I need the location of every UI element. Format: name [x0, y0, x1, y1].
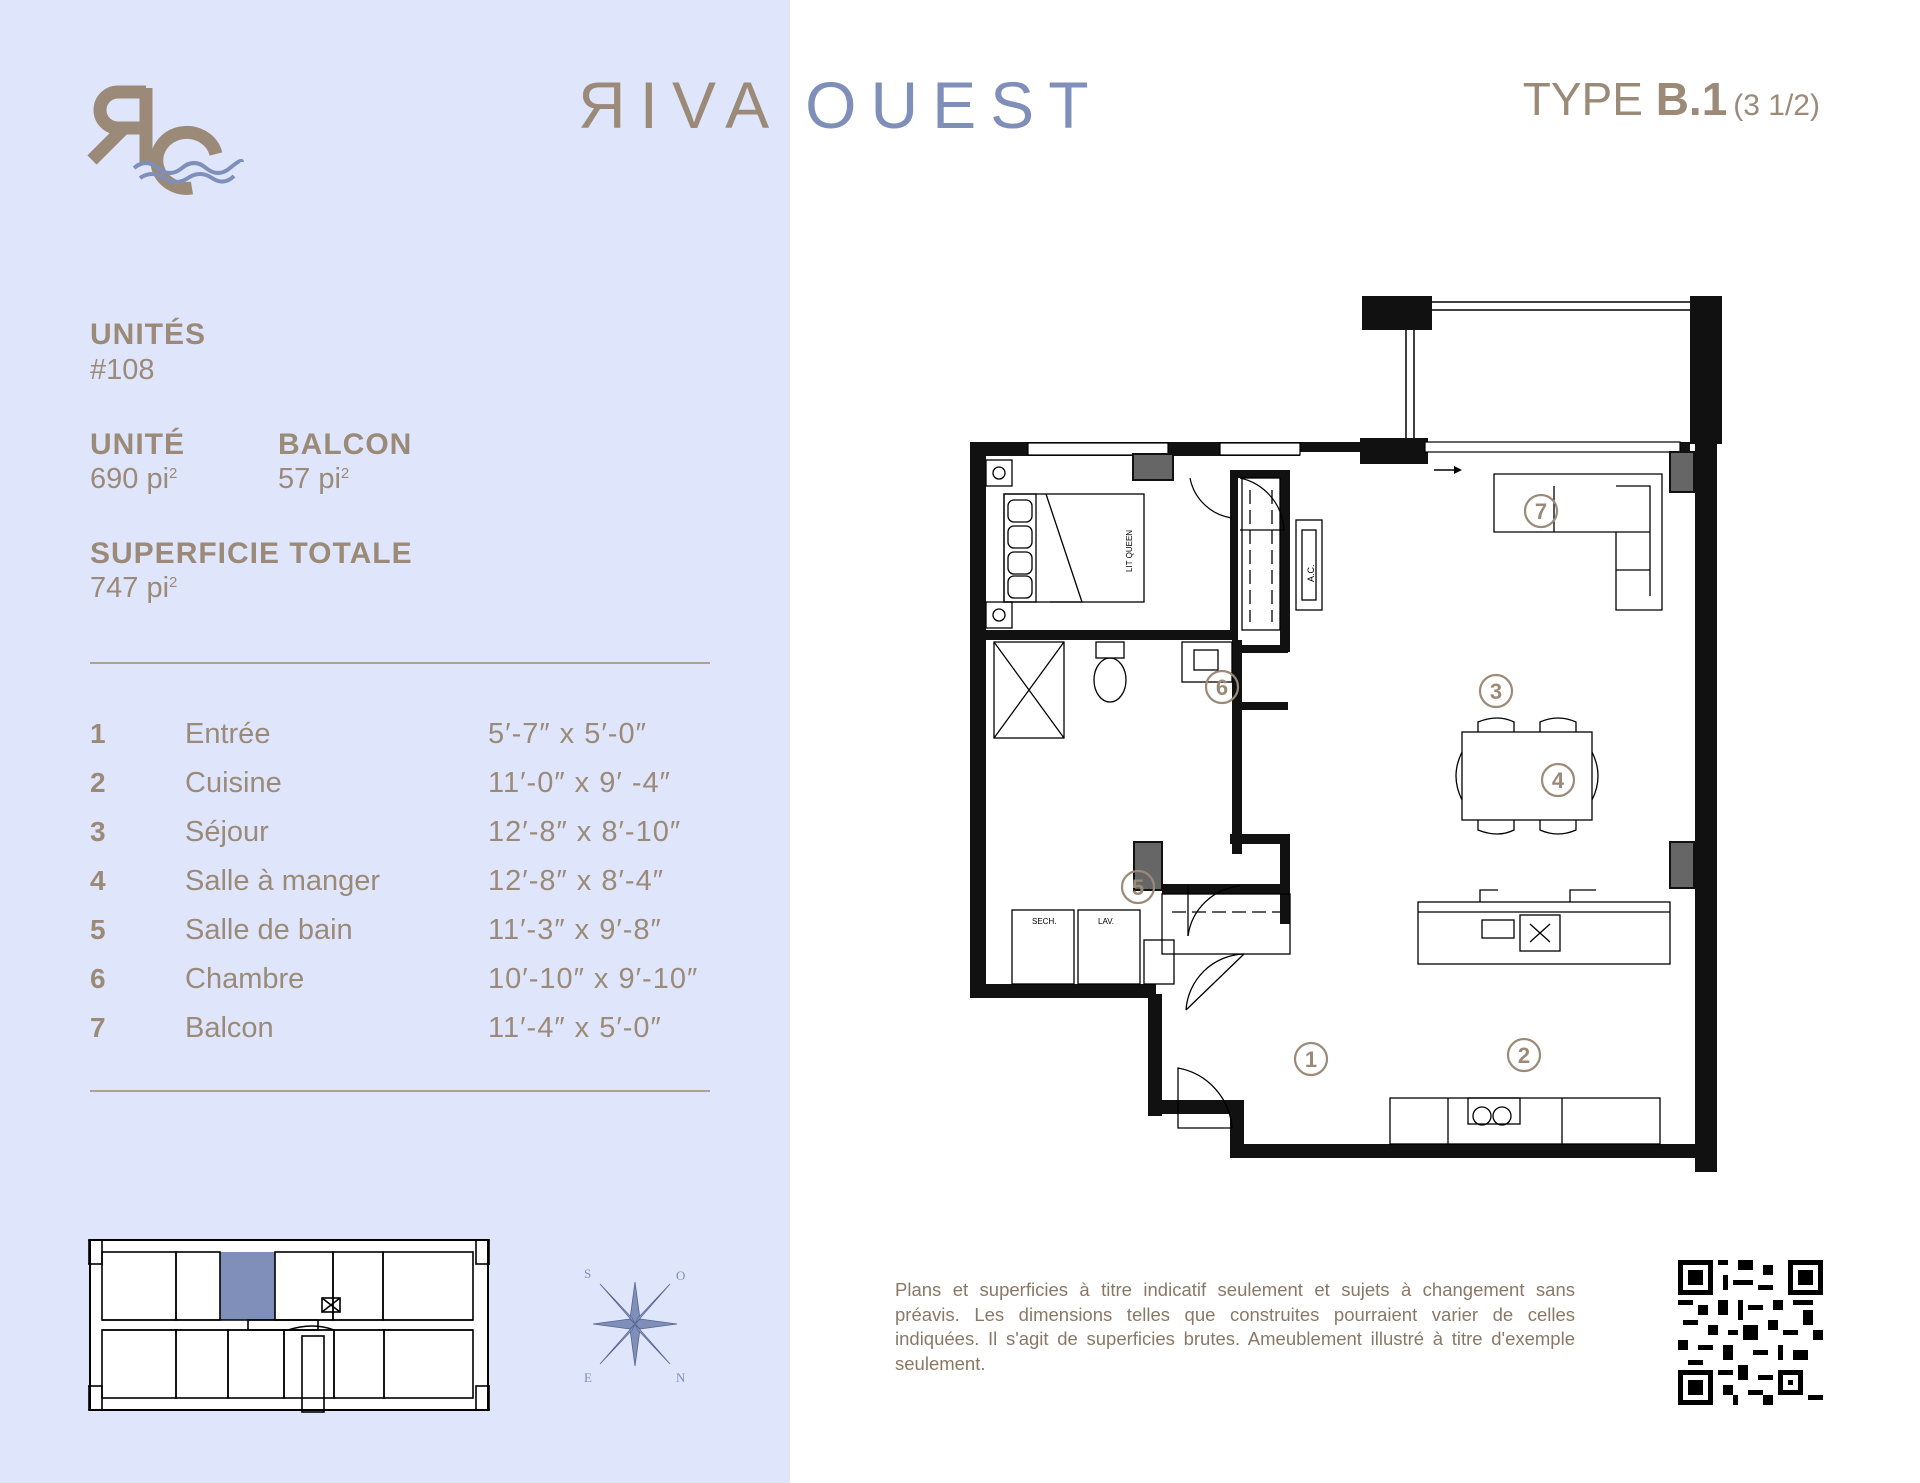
- balcony-area-label: BALCON: [278, 428, 413, 461]
- room-name: Salle à manger: [185, 865, 381, 897]
- bathroom-fixtures: [993, 641, 1241, 985]
- marker-4: 4: [1552, 768, 1565, 793]
- bedroom-door: [1239, 477, 1285, 531]
- room-name: Chambre: [185, 963, 305, 995]
- unit-type: TYPE B.1(3 1/2): [1523, 76, 1820, 122]
- brand-ouest: OUEST: [805, 68, 1103, 142]
- compass-rose: S O E N: [580, 1262, 690, 1386]
- compass-o: O: [676, 1268, 686, 1283]
- qr-code: [1678, 1260, 1823, 1405]
- room-dimensions: 11′-0″ x 9′ -4″: [488, 767, 671, 799]
- room-dimensions: 5′-7″ x 5′-0″: [488, 718, 647, 750]
- room-number: 5: [90, 914, 106, 945]
- units-label: UNITÉS: [90, 318, 207, 351]
- brand-riva: ЯIVA: [578, 68, 784, 142]
- washer-label: LAV.: [1098, 917, 1114, 926]
- room-name: Salle de bain: [185, 914, 353, 946]
- balcony: [1360, 296, 1722, 464]
- room-name: Séjour: [185, 816, 269, 848]
- room-name: Cuisine: [185, 767, 282, 799]
- room-number: 4: [90, 865, 106, 896]
- compass-icon: [592, 1281, 678, 1367]
- disclaimer: Plans et superficies à titre indicatif s…: [895, 1279, 1575, 1374]
- compass-n: N: [676, 1370, 686, 1385]
- total-area-value: 747 pi2: [90, 572, 178, 604]
- marker-3: 3: [1490, 679, 1502, 704]
- total-area-label: SUPERFICIE TOTALE: [90, 537, 413, 570]
- exterior-walls: [970, 440, 1717, 1172]
- ac-label: A.C.: [1306, 564, 1316, 582]
- unit-area-value: 690 pi2: [90, 463, 178, 495]
- marker-1: 1: [1305, 1047, 1317, 1072]
- type-code: B.1: [1655, 73, 1728, 125]
- entry-closet: [1161, 893, 1291, 1129]
- room-number: 7: [90, 1012, 106, 1043]
- compass-e: E: [584, 1370, 592, 1385]
- type-prefix: TYPE: [1522, 73, 1643, 125]
- sofa: [1493, 473, 1663, 611]
- room-dimensions: 12′-8″ x 8′-4″: [488, 865, 664, 897]
- bed: [985, 459, 1145, 629]
- compass-s: S: [584, 1266, 592, 1281]
- room-dimensions: 12′-8″ x 8′-10″: [488, 816, 682, 848]
- room-number: 3: [90, 816, 106, 847]
- divider-bottom: [90, 1090, 710, 1092]
- ac-unit: [1295, 519, 1323, 611]
- windows: [1027, 441, 1681, 456]
- dining-table: [1455, 717, 1599, 835]
- marker-5: 5: [1132, 875, 1144, 900]
- closet: [1241, 477, 1281, 631]
- room-dimensions: 11′-3″ x 9′-8″: [488, 914, 662, 946]
- balcony-area-value: 57 pi2: [278, 463, 350, 495]
- building-key-plan: [88, 1239, 490, 1413]
- room-number: 1: [90, 718, 106, 749]
- marker-6: 6: [1216, 675, 1228, 700]
- room-number: 2: [90, 767, 106, 798]
- unit-area-label: UNITÉ: [90, 428, 185, 461]
- room-dimensions: 10′-10″ x 9′-10″: [488, 963, 699, 995]
- room-number: 6: [90, 963, 106, 994]
- type-rooms: (3 1/2): [1733, 89, 1820, 122]
- room-name: Balcon: [185, 1012, 274, 1044]
- floor-plan: LIT QUEEN A.C. SECH. LA: [970, 296, 1722, 1172]
- columns: [1132, 451, 1695, 891]
- room-name: Entrée: [185, 718, 271, 750]
- riva-logo: [87, 85, 244, 195]
- divider-top: [90, 662, 710, 664]
- room-markers: [1120, 493, 1576, 1077]
- marker-7: 7: [1535, 499, 1547, 524]
- marker-2: 2: [1518, 1043, 1530, 1068]
- bed-label: LIT QUEEN: [1125, 530, 1134, 572]
- dryer-label: SECH.: [1032, 917, 1056, 926]
- info-panel: [0, 0, 790, 1483]
- kitchen: [1389, 889, 1671, 1145]
- units-value: #108: [90, 354, 155, 386]
- room-dimensions: 11′-4″ x 5′-0″: [488, 1012, 662, 1044]
